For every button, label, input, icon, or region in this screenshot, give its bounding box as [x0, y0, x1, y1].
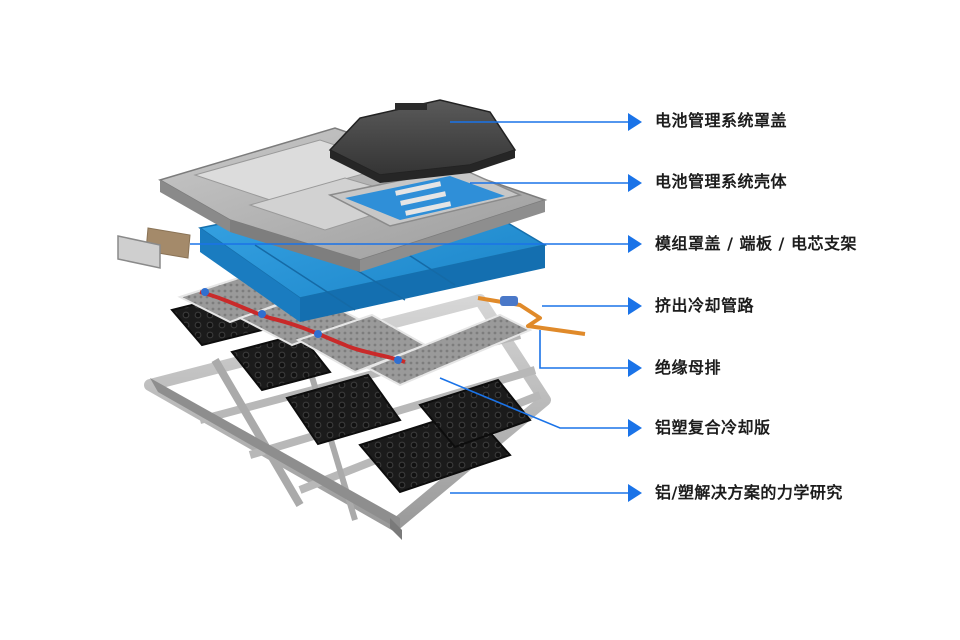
busbar-red-cable: [199, 290, 406, 364]
callout-extruded-cooling-pipe: 挤出冷却管路: [655, 296, 755, 315]
callout-bms-housing: 电池管理系统壳体: [655, 172, 788, 191]
pipe-connector: [500, 296, 518, 306]
callout-insulated-busbar: 绝缘母排: [655, 358, 722, 377]
callout-module-cover: 模组罩盖 / 端板 / 电芯支架: [655, 234, 857, 253]
callout-al-plastic-research: 铝/塑解决方案的力学研究: [655, 483, 843, 502]
callout-al-plastic-cold-plate: 铝塑复合冷却版: [655, 418, 771, 437]
bms-cover-shape: [328, 99, 517, 183]
cell-bracket: [117, 235, 161, 269]
callout-bms-cover: 电池管理系统罩盖: [655, 111, 788, 130]
battery-cell-trays: [170, 293, 532, 494]
busbar-connectors: [201, 288, 402, 364]
callout-arrows: [190, 113, 642, 502]
